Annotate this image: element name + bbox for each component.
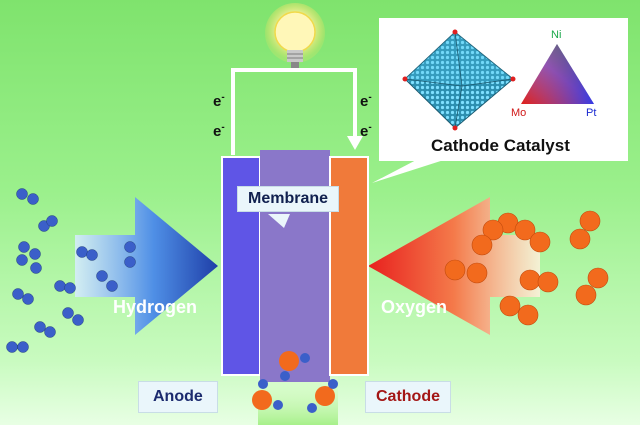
wire-arrow-head (347, 136, 363, 150)
light-bulb-icon (265, 3, 325, 68)
electron-label: e- (213, 92, 225, 110)
ternary-top-label: Ni (551, 29, 562, 41)
catalyst-callout-pointer (372, 158, 450, 183)
ternary-right-label: Pt (586, 107, 597, 119)
oxygen-label: Oxygen (381, 297, 448, 317)
hydrogen-arrow (75, 197, 218, 335)
ternary-color-triangle-icon (521, 44, 594, 104)
product-molecules (252, 351, 338, 413)
catalyst-title: Cathode Catalyst (431, 136, 570, 155)
hydrogen-molecules (6, 188, 136, 353)
anode-label: Anode (138, 381, 218, 413)
membrane-plate (260, 150, 330, 382)
octahedron-nanoparticle-icon (402, 29, 516, 131)
cathode-label: Cathode (365, 381, 451, 413)
membrane-label: Membrane (237, 186, 340, 212)
electron-label: e- (360, 92, 372, 110)
electron-label: e- (213, 122, 225, 140)
ternary-left-label: Mo (511, 107, 527, 119)
circuit-wire (231, 68, 357, 155)
oxygen-molecules (444, 210, 609, 326)
electron-label: e- (360, 122, 372, 140)
hydrogen-label: Hydrogen (113, 297, 198, 317)
